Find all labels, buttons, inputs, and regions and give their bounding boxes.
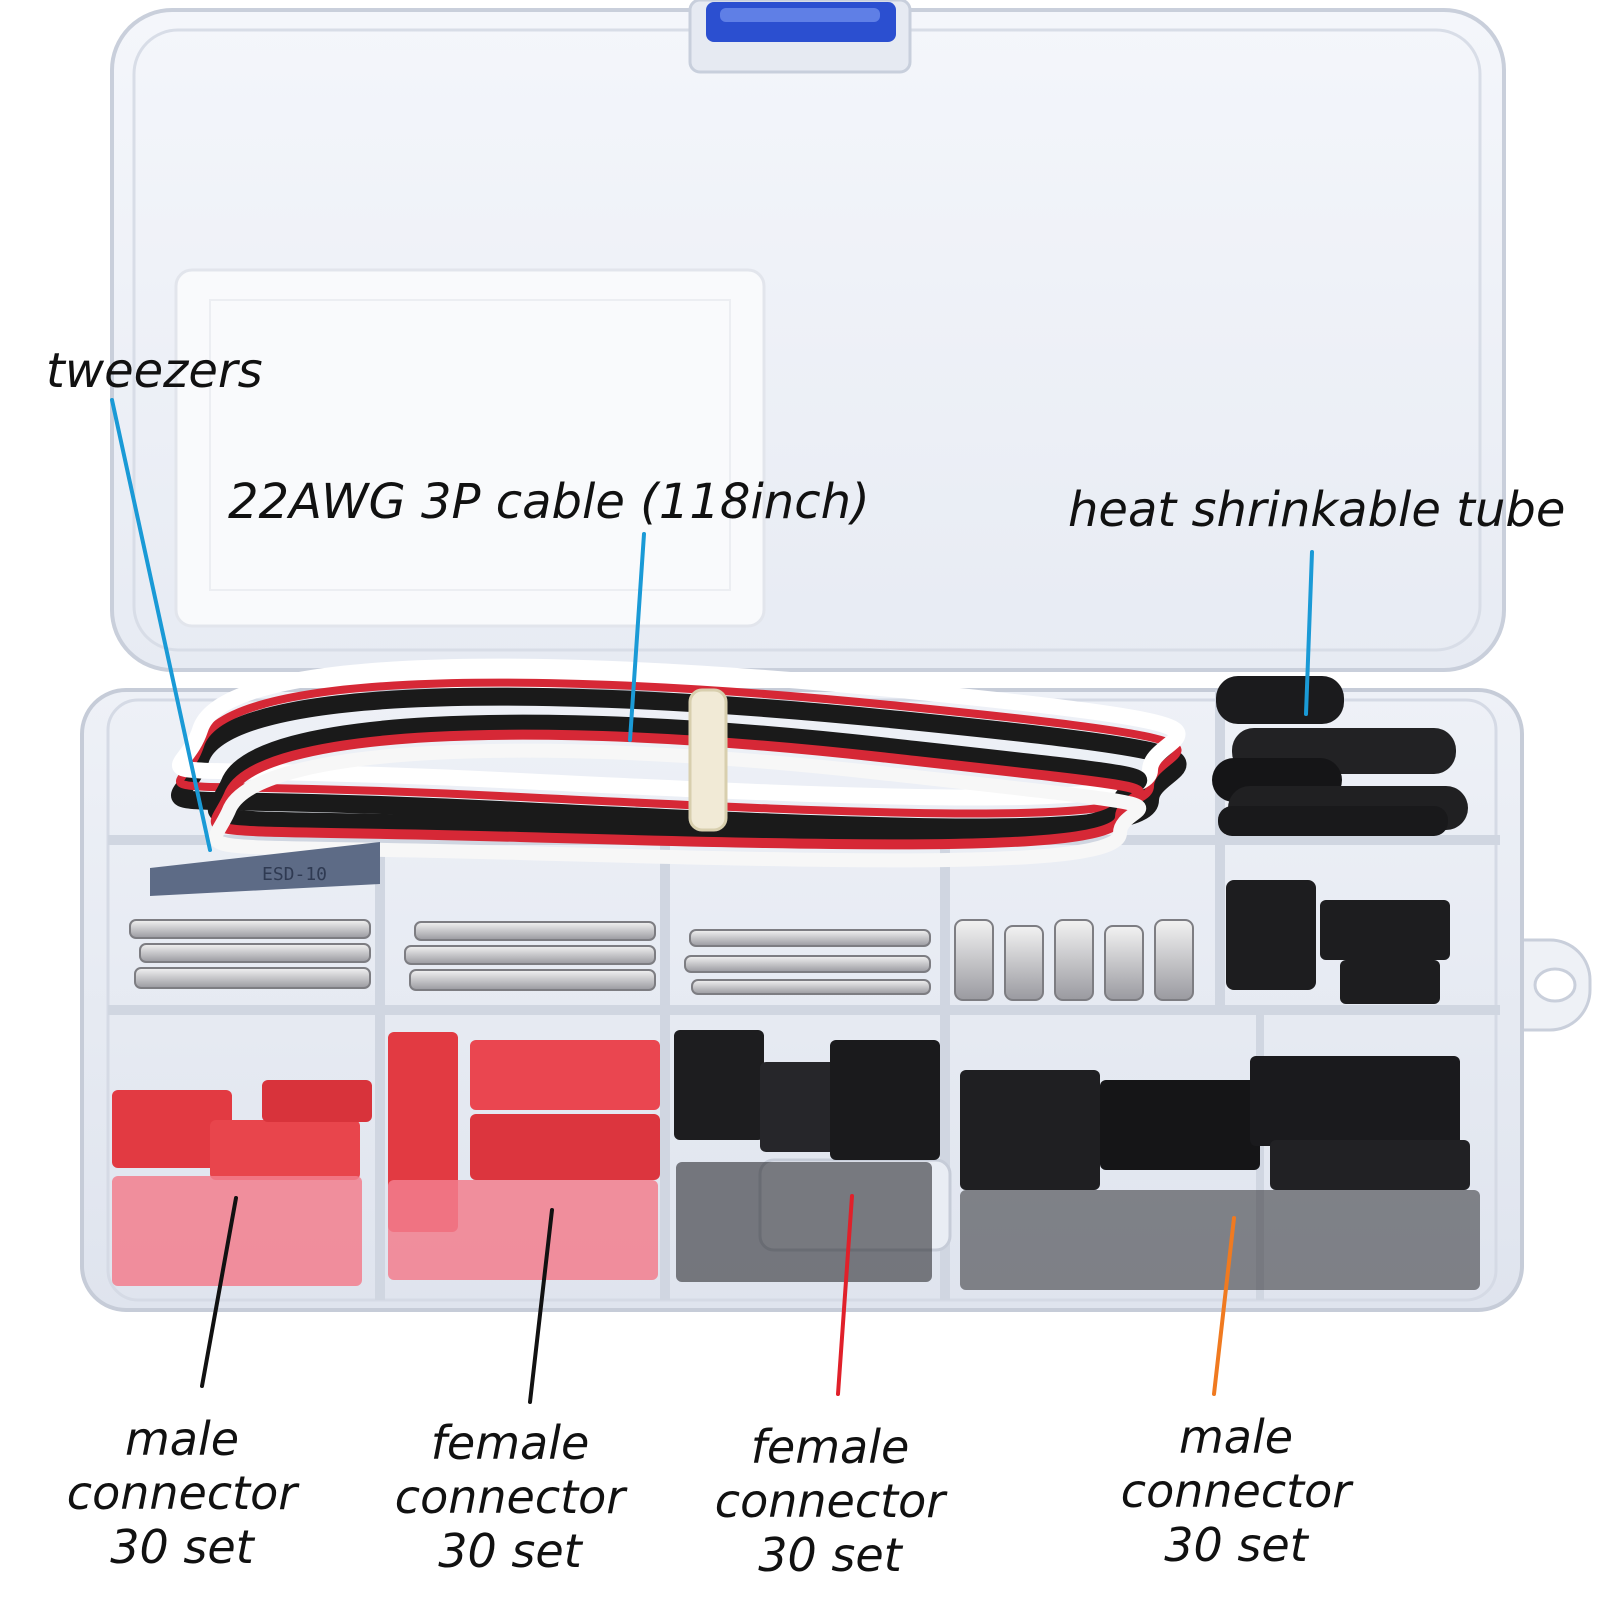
leader-male-red xyxy=(200,1196,238,1388)
leader-male-black xyxy=(1212,1216,1236,1396)
label-qty-line: 30 set xyxy=(1106,1518,1366,1572)
leader-tweezers xyxy=(110,398,212,852)
label-line1: female xyxy=(430,1416,590,1470)
label-tweezers: tweezers xyxy=(46,343,263,399)
label-line1: female xyxy=(750,1420,910,1474)
label-line1: male xyxy=(124,1412,240,1466)
crimp-pins xyxy=(129,919,1194,1001)
three-wire-cable xyxy=(171,658,1187,868)
label-female-connector-2: female connector 30 set xyxy=(700,1420,960,1582)
label-unit: set xyxy=(511,1524,582,1578)
leader-lines xyxy=(110,398,1314,1404)
label-unit: set xyxy=(183,1520,254,1574)
label-female-connector-1: female connector 30 set xyxy=(380,1416,640,1578)
leader-cable xyxy=(628,532,646,742)
label-qty-line: 30 set xyxy=(52,1520,312,1574)
black-housings-small xyxy=(1226,880,1450,1004)
label-male-connector-2: male connector 30 set xyxy=(1106,1410,1366,1572)
black-connectors xyxy=(674,1030,1480,1290)
label-line2: connector xyxy=(66,1466,298,1520)
label-qty: 30 xyxy=(758,1528,817,1582)
red-connectors xyxy=(112,1032,660,1286)
label-qty-line: 30 set xyxy=(700,1528,960,1582)
label-qty-line: 30 set xyxy=(380,1524,640,1578)
lid-insert-card xyxy=(174,268,766,628)
label-line1: male xyxy=(1178,1410,1294,1464)
heat-shrink-tubes xyxy=(1212,676,1468,836)
label-line2: connector xyxy=(714,1474,946,1528)
label-male-connector-1: male connector 30 set xyxy=(52,1412,312,1574)
tweezers: ESD-10 xyxy=(150,842,380,896)
label-line2: connector xyxy=(394,1470,626,1524)
label-qty: 30 xyxy=(438,1524,497,1578)
label-qty: 30 xyxy=(110,1520,169,1574)
tweezers-marking: ESD-10 xyxy=(262,864,327,885)
label-line2: connector xyxy=(1120,1464,1352,1518)
label-qty: 30 xyxy=(1164,1518,1223,1572)
box-clasp xyxy=(688,0,912,74)
label-heat-shrink-tube: heat shrinkable tube xyxy=(1068,482,1566,538)
leader-female-red xyxy=(528,1208,554,1404)
label-unit: set xyxy=(1237,1518,1308,1572)
label-cable: 22AWG 3P cable (118inch) xyxy=(228,474,870,530)
leader-female-black xyxy=(836,1194,854,1396)
label-unit: set xyxy=(831,1528,902,1582)
box-lid xyxy=(110,8,1506,672)
leader-heat-tube xyxy=(1304,550,1314,716)
